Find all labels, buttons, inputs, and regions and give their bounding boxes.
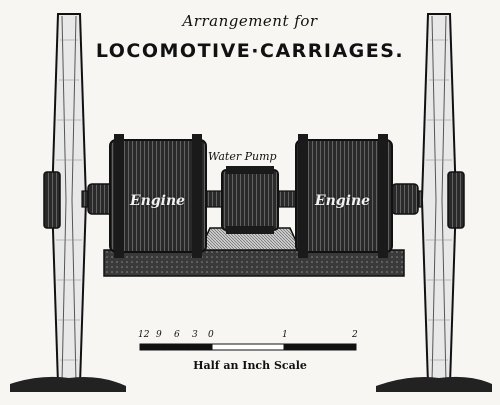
scale-tick-0: 0	[208, 330, 214, 340]
caption-subtitle: Arrangement for	[182, 12, 318, 30]
scale-tick-3: 3	[192, 330, 198, 340]
scale-tick-9: 9	[156, 330, 162, 340]
scale-tick-12: 12	[138, 330, 150, 340]
water-pump-label: Water Pump	[208, 150, 277, 163]
right-wheel	[376, 13, 492, 392]
right-engine-label: Engine	[315, 193, 371, 209]
scale-bar	[139, 343, 357, 351]
scale-caption: Half an Inch Scale	[193, 359, 307, 372]
scale-tick-2: 2	[352, 330, 358, 340]
left-wheel	[10, 13, 126, 392]
base-block	[103, 227, 405, 277]
scale-tick-1: 1	[282, 330, 288, 340]
left-engine-label: Engine	[130, 193, 186, 209]
right-engine-drum	[295, 134, 393, 258]
scale-tick-6: 6	[174, 330, 180, 340]
caption-title: LOCOMOTIVE·CARRIAGES.	[95, 40, 405, 62]
water-pump	[221, 166, 279, 234]
left-engine-drum	[109, 134, 207, 258]
